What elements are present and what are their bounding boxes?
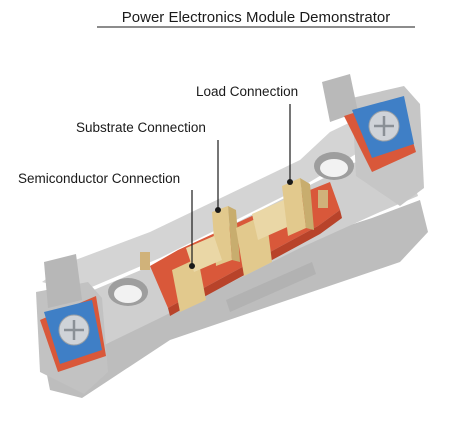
page-title: Power Electronics Module Demonstrator	[122, 9, 390, 26]
copper-clip-middle-top	[252, 198, 294, 240]
terminal-left	[44, 300, 102, 364]
copper-clip-left-top	[186, 236, 222, 272]
substrate-connector-side	[228, 206, 240, 262]
housing-left-tab	[44, 254, 82, 308]
copper-clip-left	[172, 258, 206, 312]
label-substrate-connection: Substrate Connection	[76, 120, 206, 135]
copper-connectors	[140, 178, 328, 312]
pin-left	[140, 252, 150, 270]
housing-hole-right-inner	[320, 159, 348, 177]
load-connector	[282, 178, 306, 236]
housing-right-tab	[322, 74, 358, 122]
load-connector-side	[300, 178, 314, 230]
label-semiconductor-connection: Semiconductor Connection	[18, 171, 180, 186]
housing-back-wall	[42, 108, 392, 292]
terminal-right	[352, 96, 414, 158]
leader-substrate-dot	[215, 207, 221, 213]
housing-center-rib	[226, 262, 316, 312]
pin-right	[318, 190, 328, 208]
label-load-connection: Load Connection	[196, 84, 298, 99]
leader-load-dot	[287, 179, 293, 185]
housing-hole-left-inner	[114, 285, 142, 303]
leader-semiconductor-dot	[189, 263, 195, 269]
